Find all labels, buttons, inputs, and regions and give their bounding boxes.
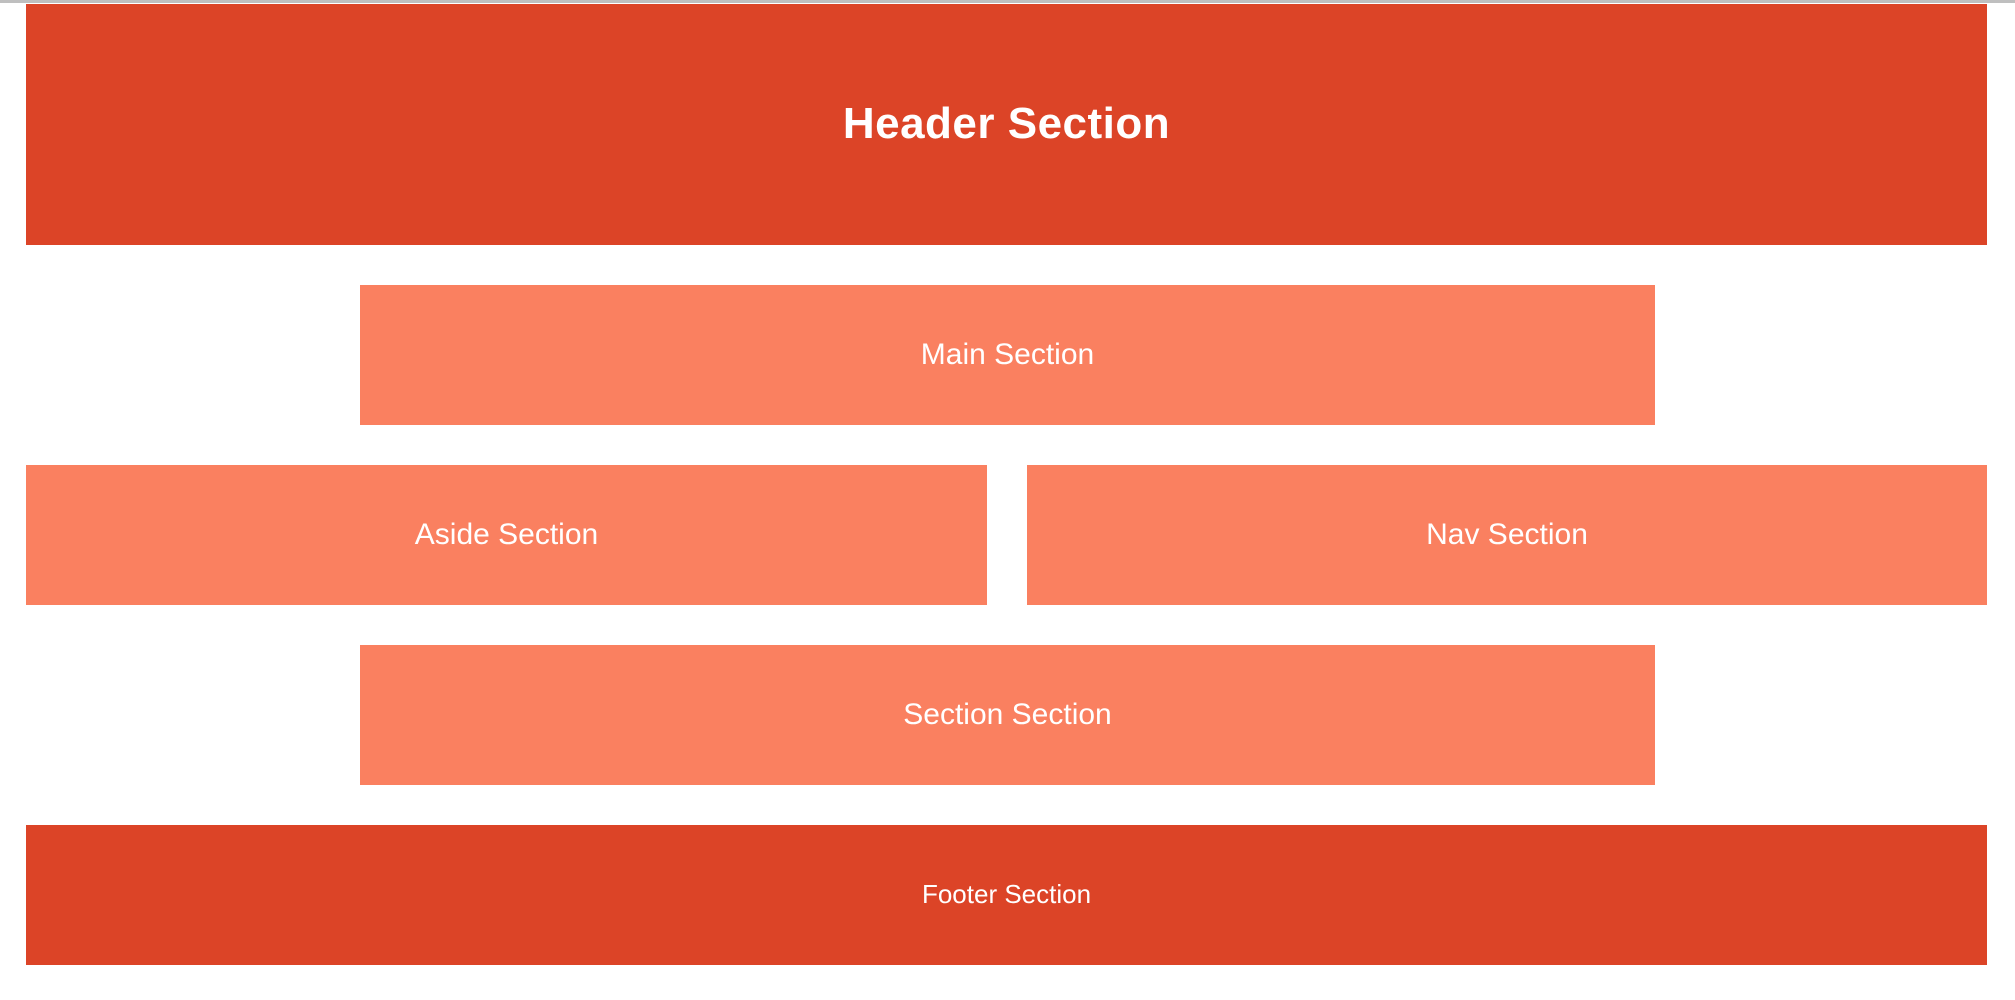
footer-section: Footer Section xyxy=(26,825,1987,965)
nav-section[interactable]: Nav Section xyxy=(1027,465,1987,605)
footer-section-label: Footer Section xyxy=(921,879,1092,910)
main-section-label: Main Section xyxy=(920,337,1095,371)
page-top-rule xyxy=(0,0,2015,3)
header-section: Header Section xyxy=(26,4,1987,245)
section-section-label: Section Section xyxy=(903,697,1112,731)
aside-section: Aside Section xyxy=(26,465,987,605)
aside-section-label: Aside Section xyxy=(414,517,599,551)
header-section-label: Header Section xyxy=(842,99,1171,149)
nav-section-label: Nav Section xyxy=(1426,517,1588,551)
main-section: Main Section xyxy=(360,285,1655,425)
section-section: Section Section xyxy=(360,645,1655,785)
